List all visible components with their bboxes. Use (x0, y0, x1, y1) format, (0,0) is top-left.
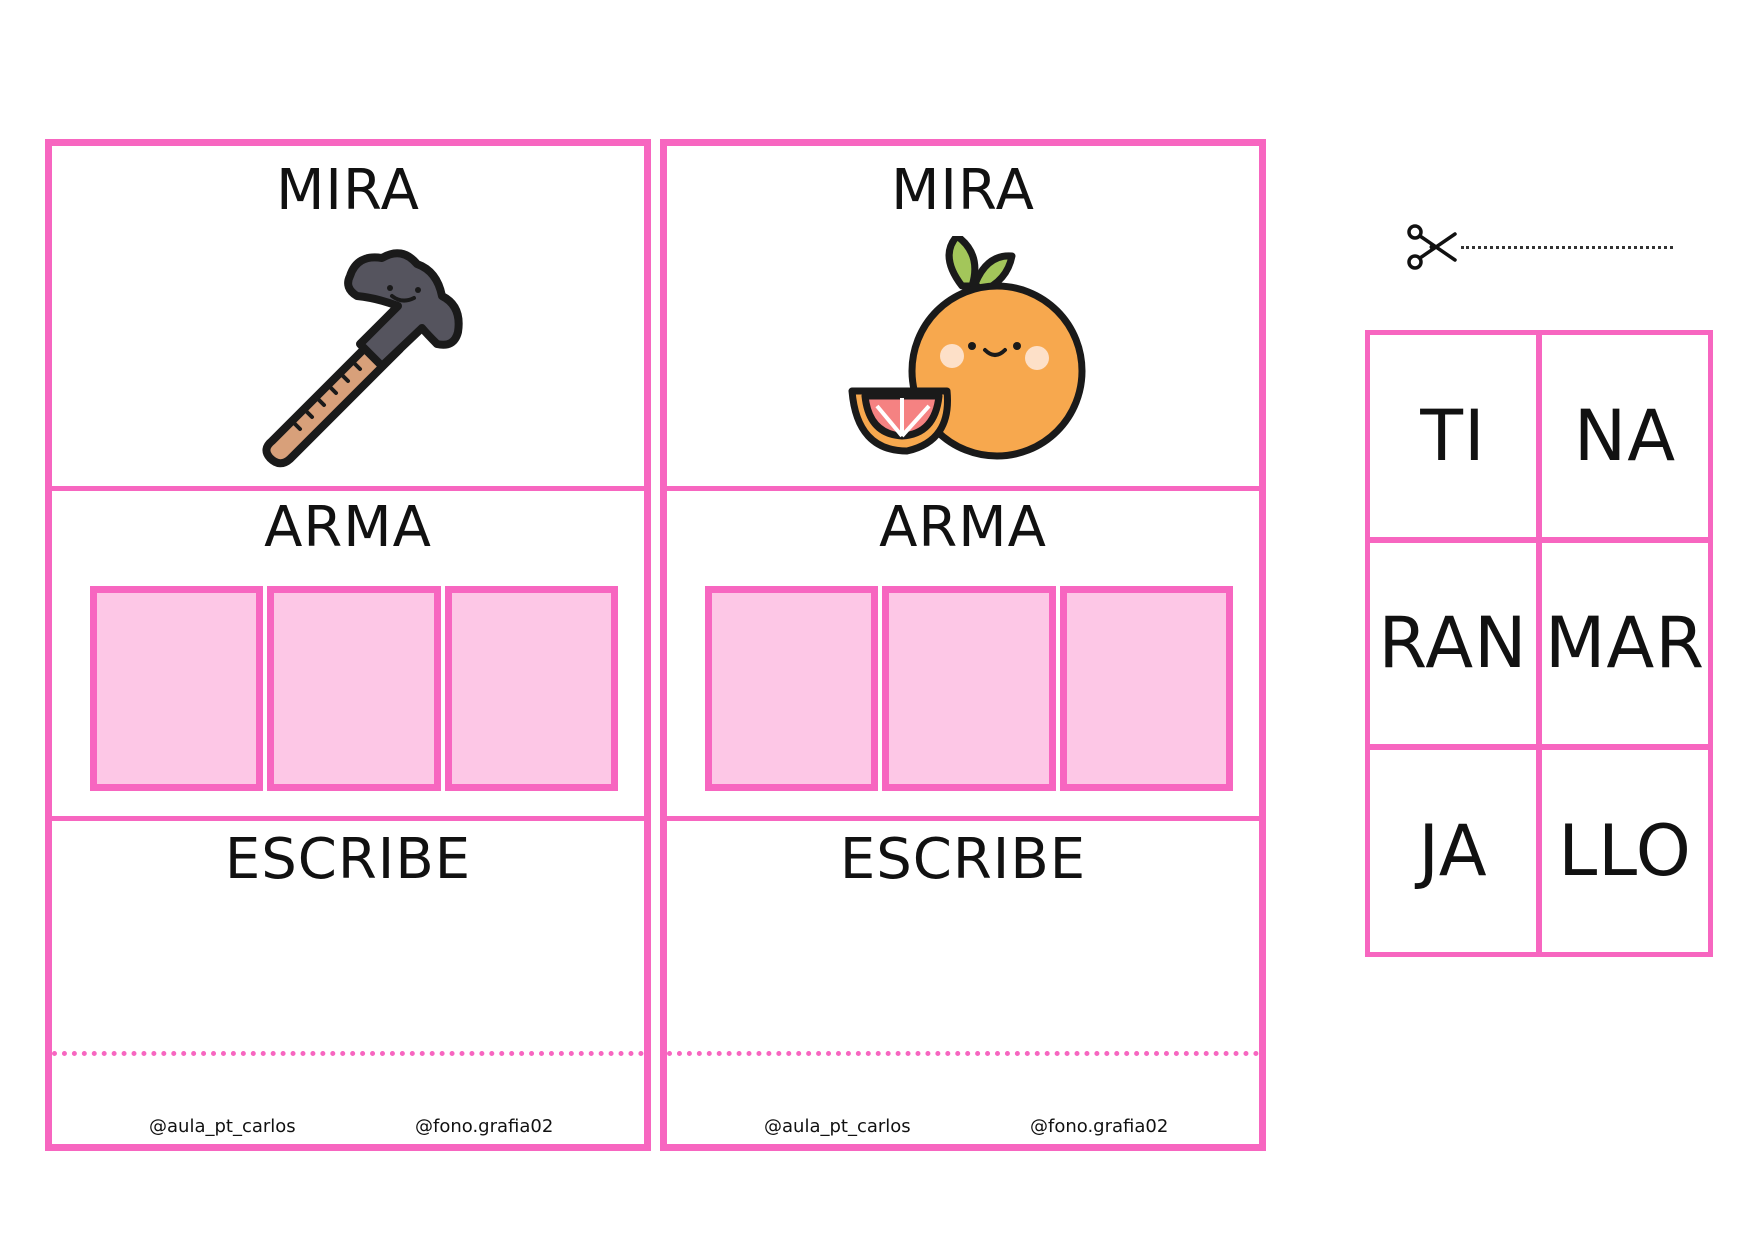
syllable-card-na[interactable]: NA (1542, 335, 1708, 537)
scissors-icon (1407, 224, 1457, 270)
escribe-label: ESCRIBE (224, 827, 472, 892)
credit-fono: @fono.grafia02 (415, 1116, 554, 1137)
arma-label: ARMA (264, 495, 432, 560)
mira-section: MIRA (667, 146, 1259, 491)
mira-section: MIRA (52, 146, 644, 491)
escribe-section: ESCRIBE @aula_pt_carlos @fono.grafia02 (52, 821, 644, 1144)
syllable-slot[interactable] (1059, 586, 1233, 791)
credit-aula: @aula_pt_carlos (764, 1116, 911, 1137)
syllable-card-mar[interactable]: MAR (1542, 542, 1708, 745)
mira-label: MIRA (891, 158, 1035, 223)
credits: @aula_pt_carlos @fono.grafia02 (52, 1116, 644, 1140)
arma-section: ARMA (52, 491, 644, 821)
syllable-slot[interactable] (882, 586, 1056, 791)
credit-fono: @fono.grafia02 (1030, 1116, 1169, 1137)
writing-line[interactable] (667, 1051, 1259, 1056)
syllable-cards: TI NA RAN MAR JA LLO (1365, 330, 1713, 957)
cut-dotted-line (1461, 246, 1673, 249)
credit-aula: @aula_pt_carlos (149, 1116, 296, 1137)
syllable-slot[interactable] (705, 586, 879, 791)
arma-section: ARMA (667, 491, 1259, 821)
mira-label: MIRA (276, 158, 420, 223)
syllable-slot[interactable] (90, 586, 264, 791)
activity-card-orange: MIRA ARMA (660, 139, 1266, 1151)
writing-line[interactable] (52, 1051, 644, 1056)
activity-card-hammer: MIRA ARMA (45, 139, 651, 1151)
arma-label: ARMA (879, 495, 1047, 560)
syllable-slot[interactable] (444, 586, 618, 791)
cut-guide (1405, 222, 1675, 272)
escribe-label: ESCRIBE (839, 827, 1087, 892)
syllable-card-ja[interactable]: JA (1370, 750, 1536, 952)
syllable-card-ti[interactable]: TI (1370, 335, 1536, 537)
escribe-section: ESCRIBE @aula_pt_carlos @fono.grafia02 (667, 821, 1259, 1144)
syllable-slots (705, 586, 1233, 791)
syllable-slot[interactable] (267, 586, 441, 791)
syllable-slots (90, 586, 618, 791)
syllable-card-llo[interactable]: LLO (1542, 750, 1708, 952)
credits: @aula_pt_carlos @fono.grafia02 (667, 1116, 1259, 1140)
hammer-icon (262, 249, 463, 468)
orange-icon (848, 236, 1086, 460)
syllable-card-ran[interactable]: RAN (1370, 542, 1536, 745)
